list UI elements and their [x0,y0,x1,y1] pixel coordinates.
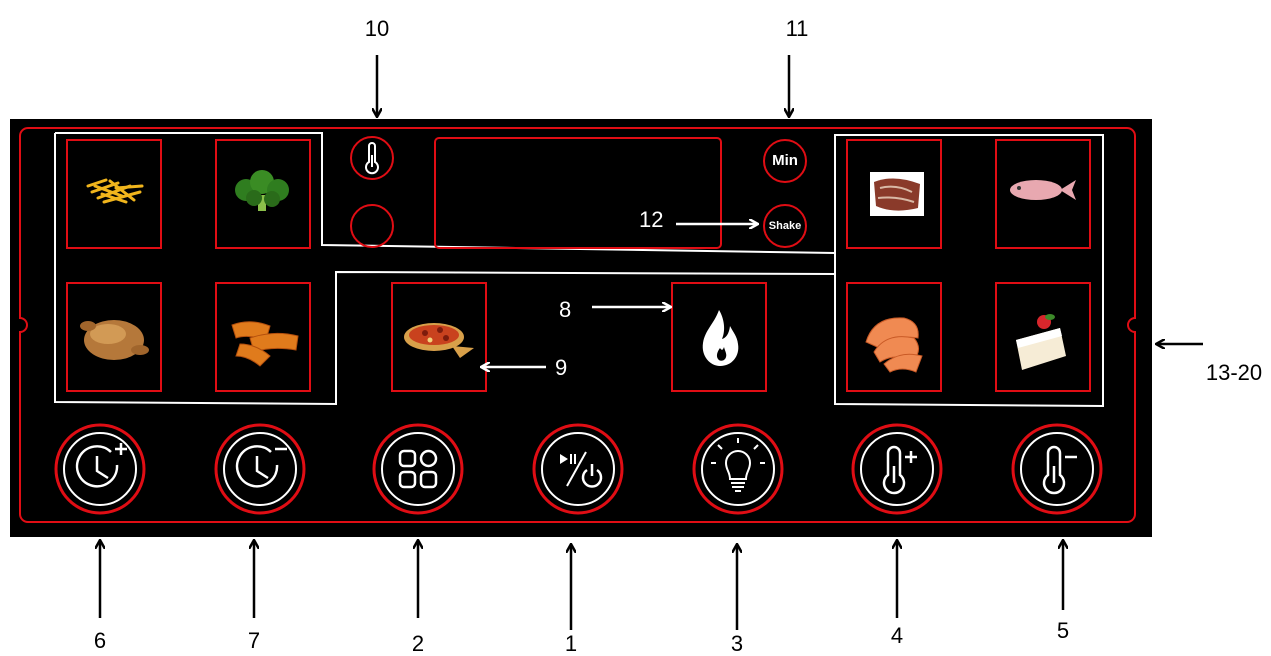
callout-label-12: 12 [639,207,664,232]
timer-plus-icon [75,443,127,488]
callout-label-4: 4 [890,623,904,648]
panel-border [19,127,1136,523]
timer-minus-button[interactable] [214,423,306,515]
cake-icon [1016,314,1066,370]
shake-button[interactable] [763,204,807,248]
fish-icon [1010,180,1076,200]
broccoli-icon [235,170,289,211]
callout-label-10: 10 [364,16,390,41]
light-button[interactable] [692,423,784,515]
steak-icon [870,172,924,216]
chicken-icon [80,320,149,360]
blank-indicator [350,204,394,248]
callout-label-13-20: 13-20 [1205,360,1263,385]
light-bulb-icon [711,438,765,492]
thermometer-small-icon [365,142,379,175]
callout-arrows [100,55,1203,630]
display-screen [434,137,722,249]
fries-icon [86,178,144,204]
temp-plus-button[interactable] [851,423,943,515]
callout-label-9: 9 [555,355,568,380]
temp-minus-icon [1042,445,1077,495]
callout-label-5: 5 [1056,618,1070,643]
inner-callout-arrows [482,224,757,367]
temp-plus-icon [882,445,917,495]
bottom-buttons [54,423,1103,515]
callout-label-2: 2 [411,631,425,656]
callout-label-8: 8 [559,297,572,322]
menu-button[interactable] [372,423,464,515]
temp-minus-button[interactable] [1011,423,1103,515]
flame-icon [702,310,739,366]
timer-plus-button[interactable] [54,423,146,515]
shake-label: Shake [768,220,802,232]
pizza-icon [404,323,474,358]
menu-grid-icon [398,449,438,489]
timer-minus-icon [235,445,287,488]
callout-label-7: 7 [247,628,261,653]
shrimp-icon [865,317,923,373]
callout-label-11: 11 [785,16,809,41]
callout-label-3: 3 [730,631,744,656]
min-button[interactable] [763,139,807,183]
temperature-indicator [350,136,394,180]
play-pause-power-icon [560,451,603,488]
play-pause-power-button[interactable] [532,423,624,515]
preset-broccoli-button[interactable] [215,139,311,249]
callout-label-6: 6 [93,628,107,653]
callout-label-1: 1 [564,631,578,656]
min-label: Min [772,152,798,169]
wings-icon [231,321,299,367]
